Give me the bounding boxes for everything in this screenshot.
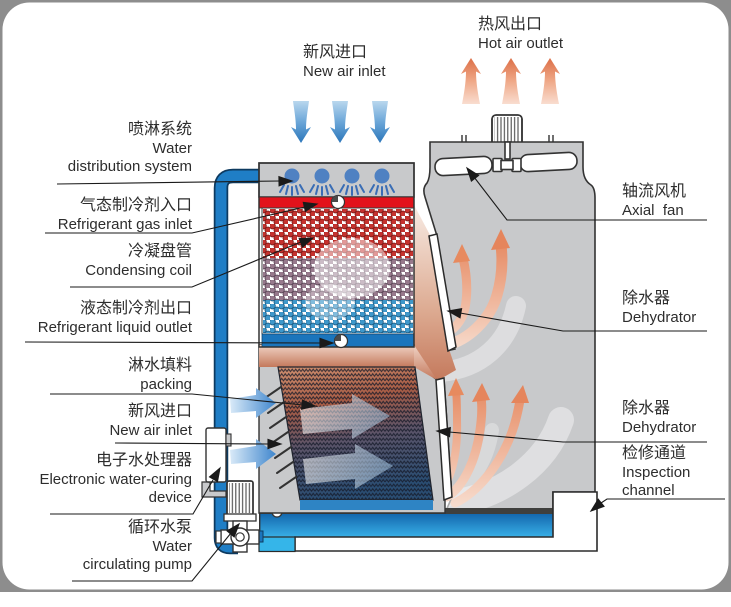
label-refrigerant-gas-inlet: 气态制冷剂入口 Refrigerant gas inlet xyxy=(58,196,192,234)
label-refrigerant-liquid-outlet: 液态制冷剂出口 Refrigerant liquid outlet xyxy=(38,299,192,337)
fan-guard-ticks xyxy=(461,135,554,142)
label-en: Water xyxy=(152,538,192,555)
label-packing: 淋水填料 packing xyxy=(128,356,192,394)
label-new-air-inlet-left: 新风进口 New air inlet xyxy=(109,402,192,440)
new-air-intake-arrows xyxy=(230,388,276,469)
label-en: distribution system xyxy=(67,158,192,175)
label-new-air-inlet-top: 新风进口 New air inlet xyxy=(303,43,386,81)
label-en: Dehydrator xyxy=(622,309,697,326)
packing-base-water xyxy=(300,500,433,510)
transition-duct xyxy=(259,345,414,367)
label-electronic-water-curing-device: 电子水处理器 Electronic water-curing device xyxy=(39,451,192,507)
label-en: Refrigerant gas inlet xyxy=(57,216,192,233)
liquid-outlet-connection xyxy=(333,333,349,349)
label-dehydrator-upper: 除水器 Dehydrator xyxy=(622,289,696,327)
leader-pump xyxy=(72,520,244,582)
label-en: Hot air outlet xyxy=(478,35,564,52)
leader-liquid-outlet xyxy=(24,337,334,349)
label-en: Electronic water-curing xyxy=(39,471,192,488)
leader-water-distribution xyxy=(56,175,293,187)
leader-condensing-coil xyxy=(70,233,316,288)
gas-inlet-connection xyxy=(330,194,346,210)
right-tower xyxy=(423,114,596,516)
label-zh: 冷凝盘管 xyxy=(127,243,192,260)
air-inlet-louvers xyxy=(264,386,297,489)
label-en: Inspection xyxy=(622,464,691,481)
label-zh: 新风进口 xyxy=(127,403,192,420)
label-zh: 循环水泵 xyxy=(127,519,192,536)
label-en: Condensing coil xyxy=(85,262,192,279)
packing-airflow-arrow xyxy=(300,394,390,439)
label-hot-air-outlet: 热风出口 Hot air outlet xyxy=(478,15,563,53)
label-en: New air inlet xyxy=(303,63,386,80)
label-zh: 检修通道 xyxy=(622,445,687,462)
label-condensing-coil: 冷凝盘管 Condensing coil xyxy=(85,242,192,280)
label-water-distribution-system: 喷淋系统 Water distribution system xyxy=(68,120,192,176)
label-inspection-channel: 检修通道 Inspection channel xyxy=(622,444,690,500)
left-tower xyxy=(258,162,415,349)
label-en: circulating pump xyxy=(82,556,192,573)
leader-new-air-left xyxy=(114,438,282,450)
leader-packing xyxy=(50,393,317,412)
packing-airflow-arrow xyxy=(303,444,393,489)
condensing-coil xyxy=(261,207,415,335)
label-en: Axial fan xyxy=(622,202,684,219)
label-zh: 电子水处理器 xyxy=(95,452,192,469)
leader-lines xyxy=(24,164,725,582)
label-zh: 新风进口 xyxy=(303,44,368,61)
label-zh: 喷淋系统 xyxy=(127,121,192,138)
label-zh: 热风出口 xyxy=(478,16,543,33)
label-en: New air inlet xyxy=(109,422,192,439)
label-axial-fan: 轴流风机 Axial fan xyxy=(622,182,686,220)
label-en: Water xyxy=(152,140,192,157)
sump-water xyxy=(258,536,296,553)
leader-gas-inlet xyxy=(45,198,319,234)
leader-e-water-device xyxy=(50,465,225,515)
label-en: device xyxy=(148,489,192,506)
label-zh: 轴流风机 xyxy=(622,183,687,200)
label-en: Refrigerant liquid outlet xyxy=(37,319,192,336)
circulating-water-pipe xyxy=(213,168,262,555)
leader-inspection-channel xyxy=(587,498,725,516)
packing-housing xyxy=(230,344,446,514)
label-zh: 气态制冷剂入口 xyxy=(79,197,192,214)
axial-fan xyxy=(434,141,578,177)
dehydrator-panel-upper xyxy=(428,233,457,353)
label-en: packing xyxy=(140,376,192,393)
dehydrator-panel-lower xyxy=(435,377,453,502)
electronic-water-curing-device xyxy=(201,427,232,498)
label-zh: 液态制冷剂出口 xyxy=(79,300,192,317)
leader-axial-fan xyxy=(462,164,707,221)
label-water-circulating-pump: 循环水泵 Water circulating pump xyxy=(83,518,192,574)
packing-block xyxy=(277,366,434,501)
label-zh: 除水器 xyxy=(622,400,671,417)
label-zh: 除水器 xyxy=(622,290,671,307)
label-en: channel xyxy=(622,482,675,499)
dehydrator-panels xyxy=(428,233,457,502)
label-zh: 淋水填料 xyxy=(127,357,192,374)
leader-dehydrator-upper xyxy=(446,305,707,332)
label-dehydrator-lower: 除水器 Dehydrator xyxy=(622,399,696,437)
label-en: Dehydrator xyxy=(622,419,697,436)
leader-dehydrator-lower xyxy=(436,425,707,443)
